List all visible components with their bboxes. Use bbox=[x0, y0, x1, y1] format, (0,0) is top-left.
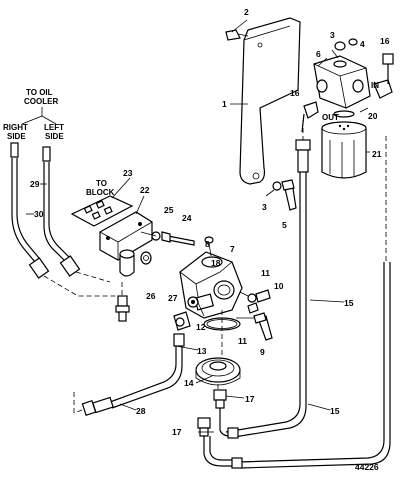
out-label: OUT bbox=[322, 113, 339, 122]
callout-13: 13 bbox=[197, 346, 207, 356]
fasteners bbox=[236, 289, 273, 341]
callout-17: 17 bbox=[172, 427, 182, 437]
callout-20: 20 bbox=[368, 111, 378, 121]
filter-adapter-housing bbox=[179, 236, 243, 356]
callout-numbers: 1 2 3 4 6 16 16 20 21 3 5 23 22 29 30 25… bbox=[30, 7, 390, 437]
callout-11: 11 bbox=[238, 336, 247, 346]
callout-16: 16 bbox=[380, 36, 390, 46]
fitting-27 bbox=[173, 311, 191, 331]
hoses-15 bbox=[203, 120, 391, 469]
callout-17: 17 bbox=[245, 394, 255, 404]
to-label: TO bbox=[96, 179, 107, 188]
to-oil-label: TO OIL bbox=[26, 88, 53, 97]
callout-28: 28 bbox=[136, 406, 146, 416]
callout-15: 15 bbox=[330, 406, 340, 416]
filter-plate-14 bbox=[195, 357, 241, 396]
callout-23: 23 bbox=[123, 168, 133, 178]
callout-26: 26 bbox=[146, 291, 156, 301]
callout-18: 18 bbox=[211, 258, 221, 268]
callout-21: 21 bbox=[372, 149, 382, 159]
callout-11: 11 bbox=[261, 268, 270, 278]
left-label: LEFT bbox=[44, 123, 64, 132]
callout-4: 4 bbox=[360, 39, 365, 49]
callout-10: 10 bbox=[274, 281, 284, 291]
cooler-label: COOLER bbox=[24, 97, 58, 106]
right-side-label: SIDE bbox=[7, 132, 26, 141]
in-label: IN bbox=[371, 81, 379, 90]
oil-cooler-label: TO OIL COOLER RIGHT SIDE LEFT SIDE bbox=[3, 88, 64, 141]
callout-14: 14 bbox=[184, 378, 194, 388]
callout-5: 5 bbox=[282, 220, 287, 230]
oil-filter bbox=[321, 121, 367, 179]
callout-3: 3 bbox=[330, 30, 335, 40]
filter-head bbox=[301, 38, 394, 133]
callout-6: 6 bbox=[316, 49, 321, 59]
block-label: BLOCK bbox=[86, 188, 115, 197]
callout-9: 9 bbox=[260, 347, 265, 357]
block-adapter: TO BLOCK bbox=[70, 179, 195, 277]
fitting-26 bbox=[115, 282, 130, 322]
mounting-bracket bbox=[225, 17, 301, 211]
callout-16: 16 bbox=[290, 88, 300, 98]
cooler-hoses bbox=[10, 142, 120, 297]
callout-30: 30 bbox=[34, 209, 44, 219]
right-label: RIGHT bbox=[3, 123, 28, 132]
callout-25: 25 bbox=[164, 205, 174, 215]
callout-2: 2 bbox=[244, 7, 249, 17]
callout-1: 1 bbox=[222, 99, 227, 109]
callout-7: 7 bbox=[230, 244, 235, 254]
hose-28 bbox=[73, 333, 185, 417]
fittings-17 bbox=[197, 389, 227, 437]
figure-number: 44226 bbox=[355, 462, 379, 472]
callout-8: 8 bbox=[205, 239, 210, 249]
callout-22: 22 bbox=[140, 185, 150, 195]
callout-3: 3 bbox=[262, 202, 267, 212]
callout-15: 15 bbox=[344, 298, 354, 308]
leader-lines bbox=[26, 19, 370, 433]
left-side-label: SIDE bbox=[45, 132, 64, 141]
callout-29: 29 bbox=[30, 179, 40, 189]
callout-27: 27 bbox=[168, 293, 178, 303]
callout-24: 24 bbox=[182, 213, 192, 223]
callout-12: 12 bbox=[196, 322, 206, 332]
